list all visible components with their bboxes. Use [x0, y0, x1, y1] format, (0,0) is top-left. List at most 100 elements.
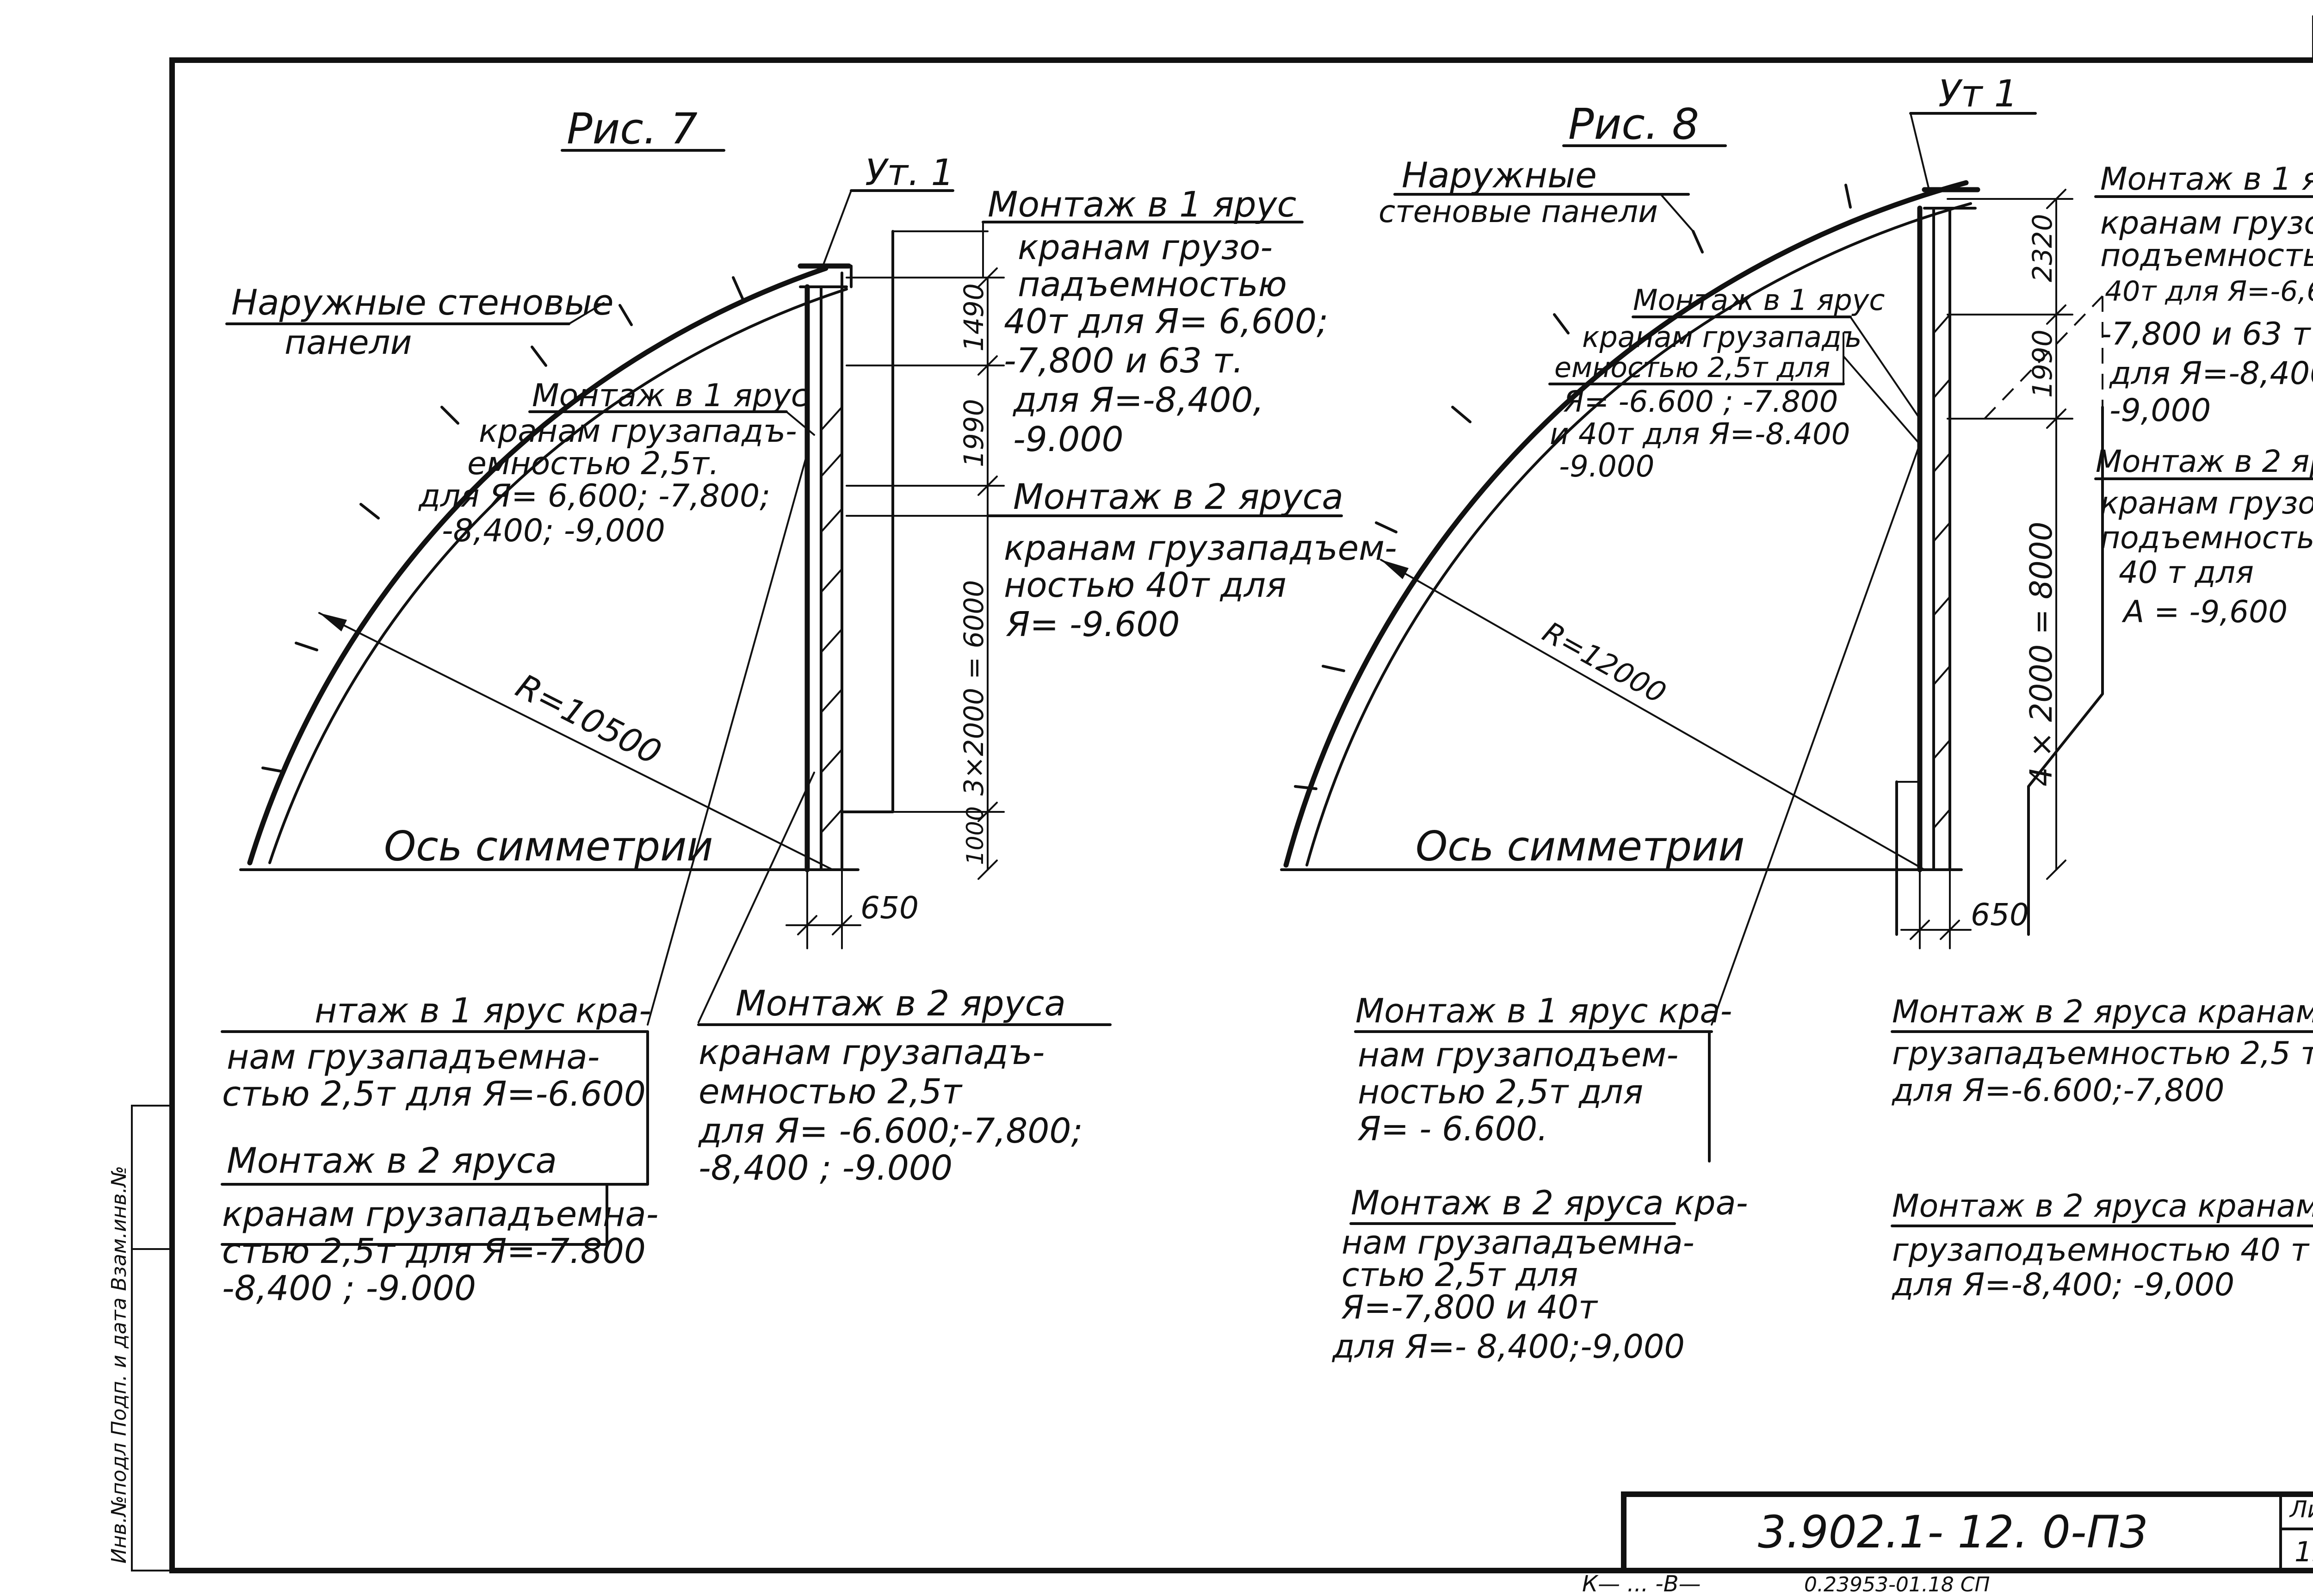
fig7-panels-label-2: панели	[284, 323, 412, 362]
fig8-note-bottom-left-line: нам грузаподъем-	[1358, 1035, 1678, 1074]
fig7-note-bottom-left-line: -8,400 ; -9.000	[222, 1268, 476, 1308]
fig7-note-bottom-left-line: нтаж в 1 ярус кра-	[315, 991, 651, 1031]
fig8-note-inner-line: кранам грузападъ	[1582, 320, 1862, 354]
fig7-column	[798, 263, 853, 872]
fig7-note-right-mid-line: Я= -9.600	[1006, 605, 1180, 644]
sheet-number: 15	[2294, 1536, 2313, 1568]
bottom-note-right: 0.23953-01.18 СП	[1804, 1573, 1990, 1596]
fig7-note-bottom-left-line: кранам грузападъемна-	[222, 1194, 658, 1234]
fig7-note-inner-line: кранам грузападъ-	[479, 413, 797, 450]
fig7-note-bottom-right-line: Монтаж в 2 яруса	[736, 983, 1066, 1024]
fig7-note-right-top-line: падъемностью	[1018, 265, 1287, 304]
fig8-dimension-chain	[1947, 189, 2073, 880]
fig8-radius-line	[1380, 559, 1925, 871]
fig7-note-right-top-line: для Я=-8,400,	[1012, 380, 1264, 420]
fig7-panels-label-1: Наружные стеновые	[231, 282, 614, 323]
fig7-note-bottom-left-line: стью 2,5т для Я=-7.800	[222, 1231, 646, 1271]
fig8-note-bottom-right-line: Монтаж в 2 яруса кранам	[1892, 1188, 2313, 1225]
fig7-note-bottom-right-line: емностью 2,5т	[699, 1072, 963, 1112]
fig7-node-label: Ут. 1	[865, 152, 954, 194]
fig8-note-right-top-line: кранам грузо-	[2100, 205, 2313, 241]
fig8-note-bottom-left-line: ностью 2,5т для	[1358, 1072, 1643, 1111]
fig8-radius-label: R=12000	[1537, 615, 1672, 710]
fig8-note-right-mid-line: подъемностью	[2100, 520, 2313, 556]
title-block	[1621, 1491, 2313, 1573]
fig8-note-bottom-left-line: Я=-7,800 и 40т	[1341, 1288, 1598, 1326]
fig7-note-bottom-right-line: кранам грузападъ-	[699, 1033, 1045, 1072]
sheet-label: Лис	[2289, 1496, 2313, 1523]
fig7-note-bottom-left: нтаж в 1 ярус кра- нам грузападъемна- ст…	[221, 452, 808, 1308]
fig8-note-right-top-line: Монтаж в 1 ярус	[2100, 161, 2313, 198]
fig8-note-right-mid-line: Монтаж в 2 яруса	[2096, 444, 2313, 479]
fig8-note-bottom-left-line: Монтаж в 1 ярус кра-	[1355, 991, 1732, 1030]
fig7-title: Рис. 7	[567, 104, 698, 154]
fig7-crane-boundary	[841, 230, 894, 813]
fig7-note-right-top-line: Монтаж в 1 ярус	[988, 184, 1296, 225]
fig7-width-dimension	[785, 869, 861, 949]
fig8-note-bottom-right: Монтаж в 2 яруса кранам грузападъемность…	[1891, 994, 2313, 1303]
fig8-arch	[1283, 180, 1972, 868]
fig7-note-right-mid-line: кранам грузападъем-	[1004, 528, 1397, 568]
fig7-note-right-top: Монтаж в 1 ярус кранам грузо- падъемност…	[982, 184, 1328, 459]
fig7-arch	[247, 266, 848, 866]
fig8-note-right-mid-line: 40 т для	[2119, 555, 2254, 590]
fig8-note-right-top-line: подъемностью	[2100, 237, 2313, 274]
fig8-note-bottom-left-line: Монтаж в 2 яруса кра-	[1351, 1183, 1748, 1222]
fig8-note-bottom-left-line: Я= - 6.600.	[1357, 1109, 1548, 1148]
fig8-panels-label-2: стеновые панели	[1379, 194, 1658, 229]
fig8-node-label: Ут 1	[1938, 72, 2018, 115]
fig8-note-bottom-left-line: для Я=- 8,400;-9,000	[1332, 1328, 1685, 1366]
figure-7: Рис. 7	[221, 104, 1397, 1308]
fig7-note-right-top-line: -7,800 и 63 т.	[1004, 341, 1243, 381]
margin-stamp-text: Инв.№подл Подп. и дата Взам.инв.№	[107, 1166, 131, 1564]
fig8-dim-lower: 4 × 2000 = 8000	[2023, 522, 2059, 786]
fig8-note-inner-line: и 40т для Я=-8.400	[1550, 417, 1850, 452]
fig8-note-bottom-left-line: стью 2,5т для	[1342, 1256, 1578, 1294]
fig7-note-right-top-line: 40т для Я= 6,600;	[1004, 302, 1328, 341]
sheet-frame	[169, 15, 2313, 1573]
fig8-note-right-top-line: -7,800 и 63 т	[2100, 316, 2312, 353]
fig7-note-bottom-left-line: нам грузападъемна-	[227, 1037, 600, 1077]
fig8-note-bottom-left: Монтаж в 1 ярус кра- нам грузаподъем- но…	[1332, 443, 1921, 1366]
fig7-note-inner-line: емностью 2,5т.	[467, 445, 719, 482]
fig8-column	[1917, 187, 1980, 872]
fig7-note-right-mid: Монтаж в 2 яруса кранам грузападъем- нос…	[846, 476, 1397, 644]
fig8-note-right-mid-line: А = -9,600	[2121, 594, 2288, 630]
bottom-note-left: К— ... -В—	[1582, 1571, 1701, 1596]
fig8-note-right-mid-line: кранам грузо-	[2100, 485, 2313, 521]
fig8-panels-label-1: Наружные	[1402, 155, 1597, 196]
fig8-width-dimension	[1900, 869, 1972, 949]
fig8-note-inner: Монтаж в 1 ярус кранам грузападъ емность…	[1548, 283, 1921, 484]
fig8-note-inner-line: -9.000	[1559, 450, 1654, 484]
fig7-note-bottom-right: Монтаж в 2 яруса кранам грузападъ- емнос…	[697, 772, 1112, 1188]
fig8-note-right-top-line: -9,000	[2109, 392, 2211, 429]
fig7-note-bottom-right-line: для Я= -6.600;-7,800;	[698, 1111, 1082, 1151]
fig7-note-bottom-left-line: Монтаж в 2 яруса	[227, 1140, 557, 1181]
fig7-dim-bottom: 1000	[962, 806, 989, 865]
fig8-note-bottom-right-line: Монтаж в 2 яруса кранам	[1892, 994, 2313, 1030]
fig7-note-right-top-line: кранам грузо-	[1018, 228, 1273, 267]
fig8-note-bottom-right-line: для Я=-8,400; -9,000	[1892, 1267, 2234, 1303]
fig7-note-right-top-line: -9.000	[1013, 420, 1124, 459]
fig8-note-bottom-right-line: грузаподъемностью 40 т	[1892, 1232, 2310, 1268]
fig7-note-right-mid-line: Монтаж в 2 яруса	[1013, 476, 1343, 517]
fig7-note-right-mid-line: ностью 40т для	[1004, 565, 1286, 605]
fig7-note-bottom-right-line: -8,400 ; -9.000	[699, 1148, 952, 1188]
figure-8: Рис. 8	[1280, 72, 2313, 1366]
fig7-radius-line	[318, 612, 834, 871]
fig7-note-inner-line: -8,400; -9,000	[442, 513, 665, 549]
fig7-axis-label: Ось симметрии	[384, 823, 713, 870]
fig7-dim-lower: 3×2000 = 6000	[958, 580, 990, 796]
fig8-note-bottom-left-line: нам грузападъемна-	[1342, 1224, 1695, 1262]
fig8-note-inner-line: емностью 2,5т для	[1554, 352, 1830, 384]
fig8-dim-mid: 1990	[2027, 329, 2058, 398]
fig8-note-right-top-line: 40т для Я=-6,600	[2105, 275, 2313, 308]
fig8-note-inner-line: Я= -6.600 ; -7.800	[1563, 385, 1838, 419]
fig7-dim-mid: 1990	[958, 399, 990, 467]
fig8-note-right-mid: Монтаж в 2 яруса кранам грузо- подъемнос…	[2094, 444, 2313, 630]
document-code: 3.902.1- 12. 0-П3	[1758, 1506, 2148, 1558]
fig8-title: Рис. 8	[1568, 99, 1699, 149]
fig7-dim-top: 1490	[958, 283, 990, 352]
fig8-axis-label: Ось симметрии	[1416, 823, 1744, 870]
